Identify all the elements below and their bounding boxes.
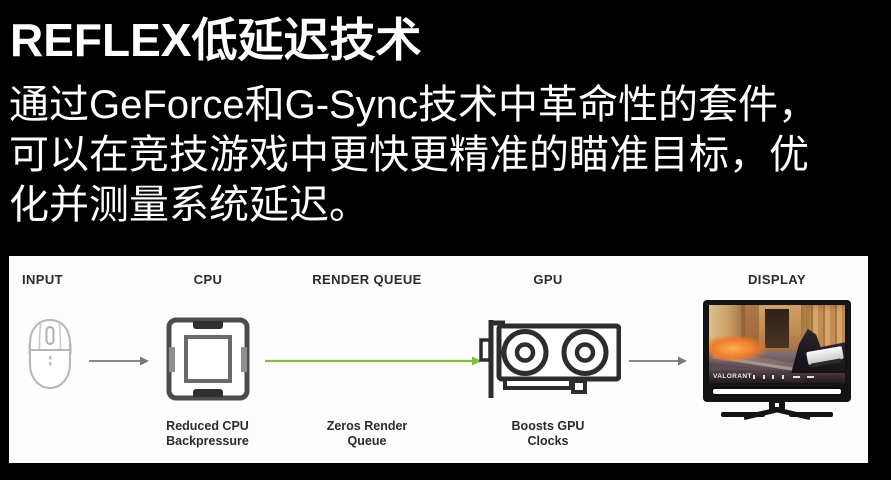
stage-label-cpu: CPU (193, 272, 223, 287)
hud-tick (763, 375, 765, 379)
monitor-icon: VALORANT (703, 300, 851, 422)
game-doorway (765, 309, 789, 348)
game-gun (781, 325, 845, 373)
game-fire-glow (709, 335, 767, 362)
game-screenshot: VALORANT (709, 305, 845, 383)
caption-cpu-line1: Reduced CPU (166, 419, 249, 433)
caption-gpu: Boosts GPU Clocks (498, 419, 598, 449)
hud-tick (793, 376, 800, 378)
caption-gpu-line1: Boosts GPU (511, 419, 585, 433)
hud-tick (782, 375, 784, 379)
arrow-right-icon (629, 356, 687, 366)
caption-render-queue: Zeros Render Queue (317, 419, 417, 449)
stage-label-gpu: GPU (533, 272, 563, 287)
caption-gpu-line2: Clocks (527, 434, 569, 448)
hud-tick (772, 375, 774, 379)
description-line-3: 化并测量系统延迟。 (9, 183, 369, 227)
cpu-chip-icon (166, 317, 250, 401)
caption-render-queue-line1: Zeros Render (326, 419, 408, 433)
green-arrow-right-icon (265, 356, 482, 366)
caption-render-queue-line2: Queue (347, 434, 387, 448)
stage-label-input: INPUT (22, 272, 63, 287)
monitor-stand-dot (775, 403, 779, 407)
description-line-1: 通过GeForce和G-Sync技术中革命性的套件， (9, 83, 818, 127)
monitor-stand-foot (721, 412, 765, 417)
description-line-2: 可以在竞技游戏中更快更精准的瞄准目标，优 (9, 133, 809, 177)
stage-label-display: DISPLAY (748, 272, 806, 287)
game-title-text: VALORANT (713, 373, 752, 380)
caption-cpu: Reduced CPU Backpressure (155, 419, 260, 449)
page-title: REFLEX低延迟技术 (10, 14, 422, 66)
mouse-icon (28, 318, 72, 390)
arrow-right-icon (89, 356, 149, 366)
latency-pipeline-diagram: INPUT CPU RENDER QUEUE GPU DISPLAY Reduc… (9, 256, 868, 463)
caption-cpu-line2: Backpressure (166, 434, 249, 448)
monitor-stand-foot (789, 412, 833, 417)
gpu-card-icon (479, 320, 621, 398)
monitor-light-bar (711, 387, 843, 396)
game-hud-bar: VALORANT (709, 370, 845, 383)
page-description: 通过GeForce和G-Sync技术中革命性的套件， 可以在竞技游戏中更快更精准… (9, 80, 818, 230)
hud-tick (807, 376, 814, 378)
hud-tick (753, 375, 755, 379)
stage-label-render-queue: RENDER QUEUE (312, 272, 422, 287)
